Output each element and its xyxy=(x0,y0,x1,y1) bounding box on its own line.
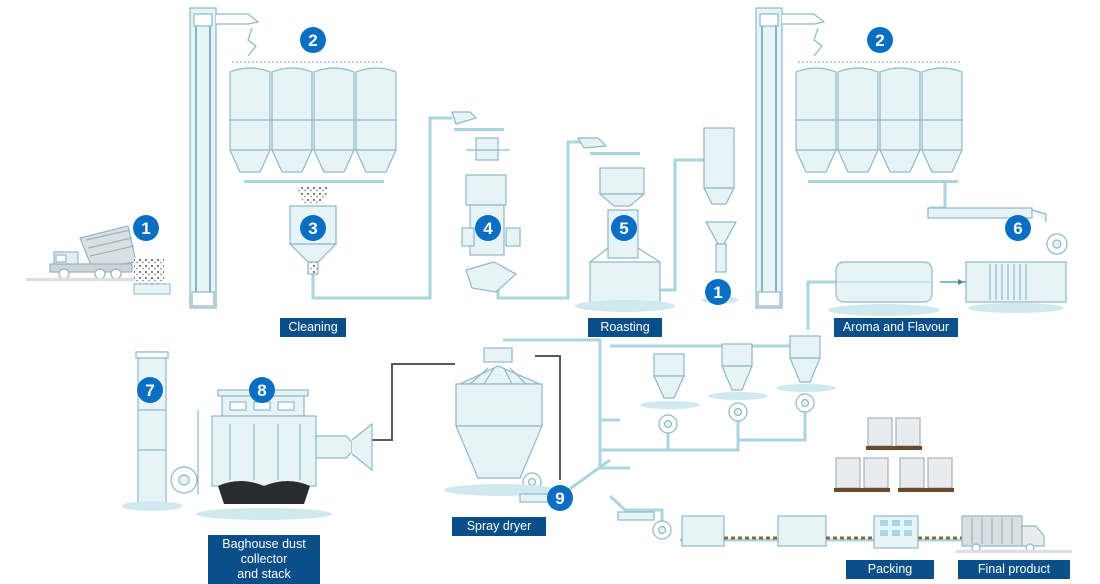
badge-6: 6 xyxy=(1005,215,1031,241)
label-baghouse-line-3: and stack xyxy=(237,567,291,581)
packing-line xyxy=(617,511,962,549)
dump-truck xyxy=(26,225,137,281)
mill xyxy=(451,111,521,293)
step-badges: 1 2 3 4 5 1 2 6 7 8 9 xyxy=(133,27,1031,511)
svg-text:5: 5 xyxy=(619,219,628,238)
label-baghouse-line-2: collector xyxy=(240,552,288,566)
bucket-elevator-right xyxy=(755,7,826,309)
svg-text:8: 8 xyxy=(257,381,266,400)
silos-right xyxy=(795,61,963,183)
silos-left xyxy=(229,61,397,183)
svg-text:4: 4 xyxy=(483,219,493,238)
bucket-elevator-left xyxy=(189,7,260,309)
exhaust-pipe-2 xyxy=(535,355,561,480)
label-roasting: Roasting xyxy=(588,318,662,337)
spray-dryer xyxy=(444,347,557,503)
label-final-product: Final product xyxy=(958,560,1070,579)
svg-text:2: 2 xyxy=(875,31,884,50)
falling-beans xyxy=(133,258,171,295)
badge-2-left: 2 xyxy=(300,27,326,53)
exhaust-pipe xyxy=(372,363,455,441)
pipes xyxy=(311,116,1000,542)
badge-8: 8 xyxy=(249,377,275,403)
label-spray-dryer: Spray dryer xyxy=(452,517,546,536)
svg-text:3: 3 xyxy=(308,219,317,238)
aroma-tank xyxy=(828,261,940,316)
svg-text:2: 2 xyxy=(308,31,317,50)
svg-text:1: 1 xyxy=(141,219,150,238)
svg-text:1: 1 xyxy=(713,283,722,302)
delivery-truck xyxy=(956,515,1072,553)
product-pallets xyxy=(834,417,954,492)
cyclone-separator xyxy=(702,127,738,304)
label-cleaning: Cleaning xyxy=(280,318,346,337)
baghouse xyxy=(170,389,373,520)
label-packing: Packing xyxy=(846,560,934,579)
svg-text:6: 6 xyxy=(1013,219,1022,238)
extractor xyxy=(927,207,1068,313)
badge-4: 4 xyxy=(475,215,501,241)
badge-1-elevator: 1 xyxy=(705,279,731,305)
label-aroma-flavour: Aroma and Flavour xyxy=(834,318,958,337)
label-baghouse-line-1: Baghouse dust xyxy=(222,537,306,551)
badge-2-right: 2 xyxy=(867,27,893,53)
badge-1-truck: 1 xyxy=(133,215,159,241)
svg-text:7: 7 xyxy=(145,381,154,400)
badge-5: 5 xyxy=(611,215,637,241)
label-baghouse: Baghouse dust collector and stack xyxy=(208,535,320,584)
powder-cyclones xyxy=(640,335,836,434)
svg-text:9: 9 xyxy=(555,489,564,508)
badge-7: 7 xyxy=(137,377,163,403)
badge-9: 9 xyxy=(547,485,573,511)
badge-3: 3 xyxy=(300,215,326,241)
